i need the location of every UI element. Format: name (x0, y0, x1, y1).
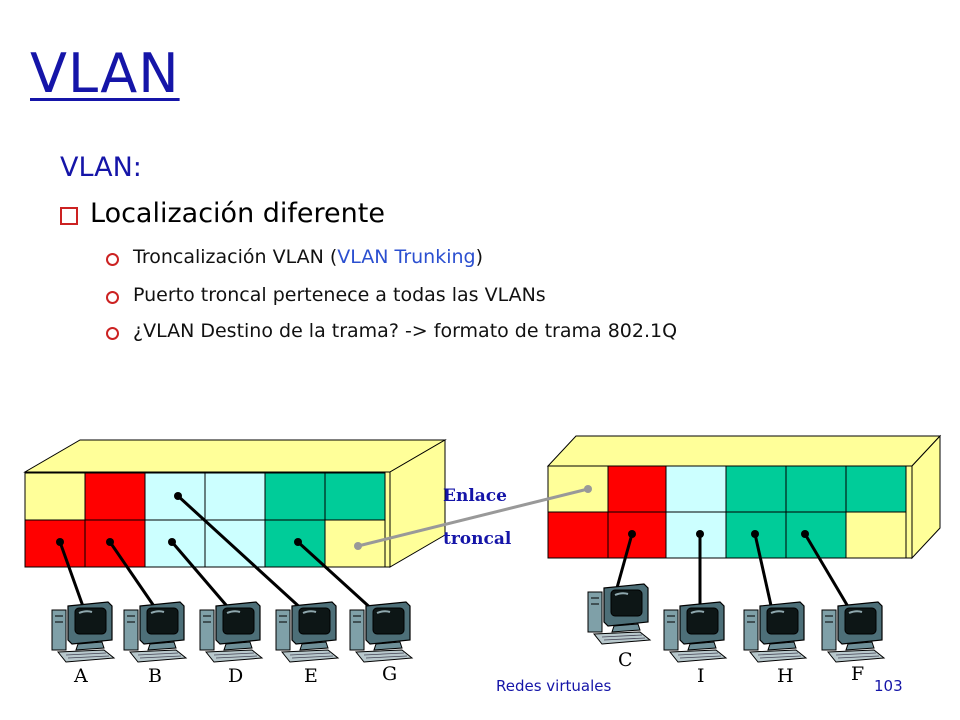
trunk-label-line2: troncal (443, 529, 512, 549)
host-label-i: I (697, 665, 705, 687)
left-port-dots (56, 492, 302, 546)
computer-icon-g (349, 601, 413, 663)
subheading: VLAN: (60, 152, 142, 183)
trunk-link (354, 485, 592, 550)
right-cables (613, 533, 852, 611)
subbullet-text: Troncalización VLAN ( (133, 246, 338, 268)
host-label-h: H (777, 665, 794, 687)
computer-icon-h (743, 601, 807, 663)
subbullet-text: ¿VLAN Destino de la trama? -> formato de… (133, 320, 678, 342)
ring-bullet-icon (106, 326, 119, 340)
ring-bullet-icon (106, 252, 119, 266)
host-label-c: C (618, 649, 633, 671)
host-label-f: F (851, 663, 864, 685)
computer-icon-e (275, 601, 339, 663)
computer-icon-c (587, 583, 651, 645)
trunk-label-line1: Enlace (443, 486, 507, 506)
footer-title: Redes virtuales (496, 677, 612, 695)
subbullet-text: Puerto troncal pertenece a todas las VLA… (133, 284, 546, 306)
host-label-e: E (304, 665, 318, 687)
host-label-g: G (382, 663, 397, 685)
subbullet-trunking: Troncalización VLAN (VLAN Trunking) (106, 246, 483, 268)
ring-bullet-icon (106, 290, 119, 304)
bullet-item: Localización diferente (60, 198, 385, 229)
computer-icon-a (51, 601, 115, 663)
subbullet-text-end: ) (475, 246, 484, 268)
host-label-a: A (73, 665, 88, 687)
right-port-dots (628, 530, 809, 538)
left-switch (23, 439, 447, 568)
subbullet-port: Puerto troncal pertenece a todas las VLA… (106, 284, 546, 306)
computer-icon-b (123, 601, 187, 663)
computer-icon-i (663, 601, 727, 663)
host-label-d: D (228, 665, 243, 687)
page-title: VLAN (30, 42, 180, 105)
computer-icon-f (821, 601, 885, 663)
bullet-text: Localización diferente (90, 198, 385, 229)
computer-icon-d (199, 601, 263, 663)
right-switch (546, 434, 942, 560)
subbullet-frame: ¿VLAN Destino de la trama? -> formato de… (106, 320, 677, 342)
left-cables (58, 494, 377, 614)
host-label-b: B (148, 665, 162, 687)
subbullet-highlight: VLAN Trunking (337, 246, 476, 268)
square-bullet-icon (60, 206, 78, 225)
page-number: 103 (874, 677, 903, 695)
